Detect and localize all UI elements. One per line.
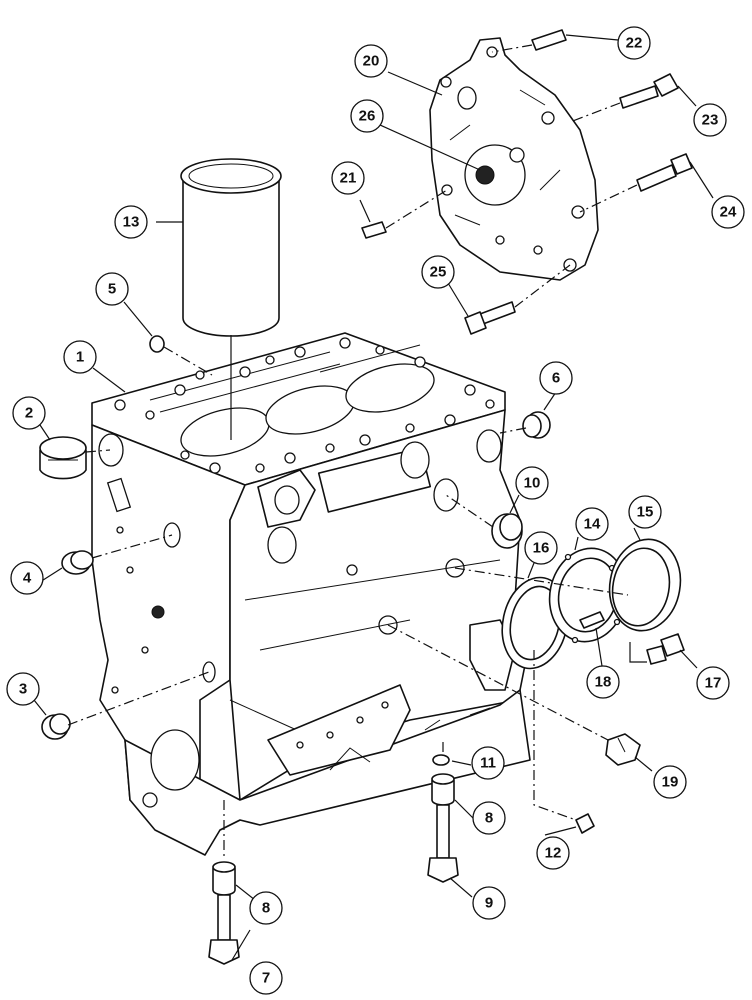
svg-text:16: 16 — [533, 540, 550, 557]
callout-19: 19 — [653, 765, 687, 799]
stud-22 — [531, 29, 567, 51]
svg-text:18: 18 — [595, 674, 612, 691]
callout-6: 6 — [539, 361, 573, 395]
callout-1: 1 — [63, 340, 97, 374]
bolt-24 — [636, 153, 693, 192]
callout-24: 24 — [711, 195, 745, 229]
svg-text:21: 21 — [340, 170, 357, 187]
sleeve-8-upper — [431, 773, 455, 806]
cylinder-block — [91, 332, 531, 856]
callout-22: 22 — [617, 26, 651, 60]
callout-17: 17 — [696, 666, 730, 700]
svg-text:23: 23 — [702, 112, 719, 129]
svg-text:13: 13 — [123, 214, 140, 231]
callout-14: 14 — [575, 507, 609, 541]
seal-15 — [608, 538, 682, 632]
bolt-25 — [464, 301, 516, 335]
seal-3 — [41, 713, 71, 740]
svg-text:14: 14 — [584, 516, 601, 533]
svg-text:19: 19 — [662, 774, 679, 791]
callout-12: 12 — [536, 836, 570, 870]
svg-text:15: 15 — [637, 504, 654, 521]
svg-text:24: 24 — [720, 204, 737, 221]
bolt-7 — [208, 894, 240, 965]
callout-4: 4 — [10, 561, 44, 595]
svg-text:12: 12 — [545, 845, 562, 862]
cylinder-liner — [180, 158, 282, 337]
bolt-23 — [619, 73, 679, 109]
callout-3: 3 — [6, 672, 40, 706]
parts — [39, 29, 693, 965]
callout-23: 23 — [693, 103, 727, 137]
svg-text:11: 11 — [480, 755, 496, 772]
deck-bolt-holes — [114, 337, 495, 474]
sleeve-8-lower — [212, 861, 236, 896]
callout-15: 15 — [628, 495, 662, 529]
assembly-lines — [67, 44, 647, 860]
callout-13: 13 — [114, 205, 148, 239]
o-ring-11 — [432, 754, 450, 766]
callout-2: 2 — [12, 396, 46, 430]
svg-text:9: 9 — [485, 895, 493, 912]
callout-7: 7 — [249, 961, 283, 995]
rear-cover-plate — [429, 37, 599, 281]
callout-11: 11 — [471, 746, 505, 780]
svg-text:7: 7 — [262, 970, 270, 987]
bolt-17 — [646, 633, 685, 665]
retainer-14 — [548, 547, 628, 644]
svg-text:3: 3 — [19, 681, 27, 698]
svg-text:22: 22 — [626, 35, 643, 52]
callout-25: 25 — [421, 255, 455, 289]
callout-10: 10 — [515, 466, 549, 500]
dowel-21 — [361, 221, 387, 239]
svg-text:20: 20 — [363, 53, 380, 70]
svg-text:5: 5 — [108, 281, 116, 298]
callout-21: 21 — [331, 161, 365, 195]
seal-4 — [61, 550, 94, 575]
svg-text:10: 10 — [524, 475, 541, 492]
svg-text:26: 26 — [359, 108, 376, 125]
svg-text:6: 6 — [552, 370, 560, 387]
callout-9: 9 — [472, 886, 506, 920]
pin-18 — [579, 611, 605, 629]
callout-8-upper: 8 — [472, 801, 506, 835]
bolt-9 — [427, 804, 459, 883]
plug-6 — [522, 411, 551, 439]
svg-text:8: 8 — [262, 900, 270, 917]
plug-2 — [39, 436, 87, 480]
svg-text:4: 4 — [23, 570, 32, 587]
svg-text:2: 2 — [25, 405, 33, 422]
callout-leaders — [33, 34, 714, 961]
callout-20: 20 — [354, 44, 388, 78]
svg-text:8: 8 — [485, 810, 493, 827]
callout-18: 18 — [586, 665, 620, 699]
o-ring-5 — [149, 335, 165, 353]
plug-19 — [605, 733, 641, 766]
callout-8-lower: 8 — [249, 891, 283, 925]
svg-text:17: 17 — [705, 675, 722, 692]
callout-16: 16 — [524, 531, 558, 565]
svg-text:25: 25 — [430, 264, 447, 281]
callout-26: 26 — [350, 99, 384, 133]
svg-text:1: 1 — [76, 349, 84, 366]
callout-5: 5 — [95, 272, 129, 306]
plug-12 — [575, 813, 595, 834]
seal-10 — [491, 513, 523, 549]
